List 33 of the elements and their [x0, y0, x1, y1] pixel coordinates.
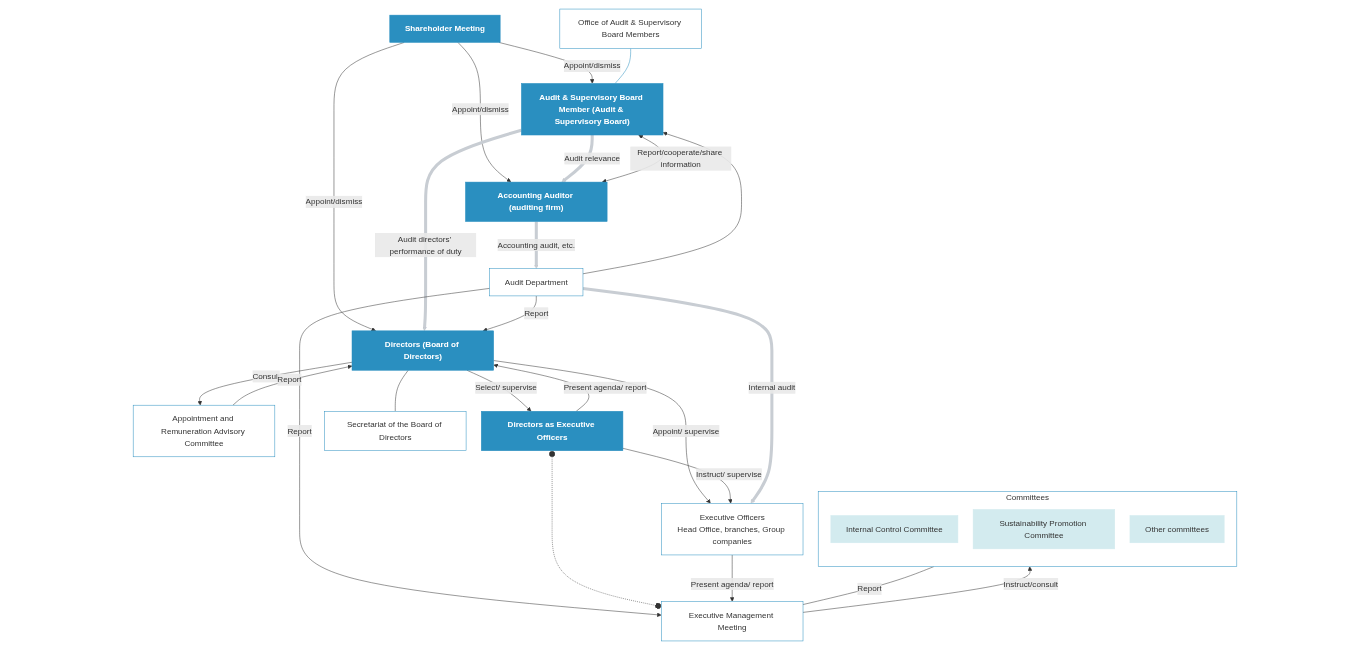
node-box: Directors as Executive Officers	[481, 411, 624, 451]
edge-label: Audit relevance	[564, 154, 621, 163]
node-box: Office of Audit & Supervisory Board Members	[559, 8, 702, 49]
node-box: Secretariat of the Board of Directors	[324, 411, 467, 451]
edge-label: Select/ supervise	[475, 383, 537, 392]
node-box: Audit & Supervisory Board Member (Audit & Supervisory Board)	[521, 83, 664, 136]
edge-label: Appoint/ supervise	[652, 426, 720, 436]
edge-label: Internal audit	[748, 383, 796, 392]
node-box: Accounting Auditor (auditing firm)	[465, 181, 608, 222]
arrow	[422, 128, 522, 331]
edge-label: Instruct/ supervise	[696, 469, 762, 479]
edge-label: Instruct/consult	[1003, 579, 1058, 589]
node-box: Internal Control Committee	[830, 515, 959, 544]
node-box: Executive Officers Head Office, branches, Group companies	[661, 503, 804, 556]
node-box: Appointment and Remuneration Advisory Committee	[132, 404, 276, 458]
node-box: Executive Management Meeting	[661, 601, 804, 642]
node-box: Directors (Board of Directors)	[351, 330, 494, 371]
node-box: Audit Department	[489, 268, 584, 297]
node-box: Sustainability Promotion Committee	[972, 509, 1115, 550]
edge-label: Appoint/dismiss	[563, 61, 621, 71]
edge-label: Present agenda/ report	[690, 579, 774, 589]
node-box: Other committees	[1129, 515, 1225, 544]
node-box: Shareholder Meeting	[389, 14, 501, 43]
connector	[614, 48, 631, 84]
edge-label: Appoint/dismiss	[452, 104, 509, 114]
edge-label: Accounting audit, etc.	[497, 240, 575, 250]
edge-label: Report	[287, 426, 312, 436]
edge-label: Audit directors’ performance of duty	[389, 234, 462, 256]
edge-label: Appoint/dismiss	[305, 197, 363, 206]
edge-label: Report/cooperate/share information	[637, 147, 723, 169]
edge-label: Report	[524, 308, 549, 318]
edge-label: Present agenda/ report	[563, 383, 647, 392]
edge-label: Report	[857, 584, 882, 593]
